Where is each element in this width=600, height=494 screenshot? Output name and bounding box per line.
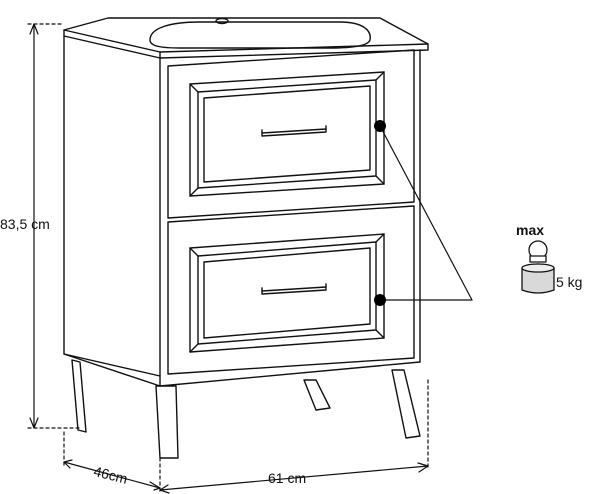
weight-icon (521, 240, 555, 294)
top-drawer-knob[interactable] (374, 120, 386, 132)
leg-front-right (391, 369, 421, 439)
max-load-label: max (516, 222, 545, 238)
top-drawer[interactable] (167, 49, 415, 219)
leg-back-right (303, 379, 331, 411)
depth-dimension (63, 431, 161, 493)
load-weight-label: 5 kg (556, 274, 583, 290)
leg-back-left (71, 359, 87, 433)
sink-basin (149, 17, 371, 49)
width-label: 61 cm (268, 470, 307, 486)
faucet-hole (215, 17, 229, 25)
cabinet-body (63, 35, 421, 387)
bottom-drawer[interactable] (167, 205, 415, 375)
height-label: 83,5 cm (0, 216, 50, 232)
load-callout (379, 125, 473, 301)
bottom-drawer-knob[interactable] (374, 294, 386, 306)
width-dimension (159, 379, 429, 494)
height-dimension (27, 23, 81, 429)
leg-front-left (155, 385, 179, 459)
